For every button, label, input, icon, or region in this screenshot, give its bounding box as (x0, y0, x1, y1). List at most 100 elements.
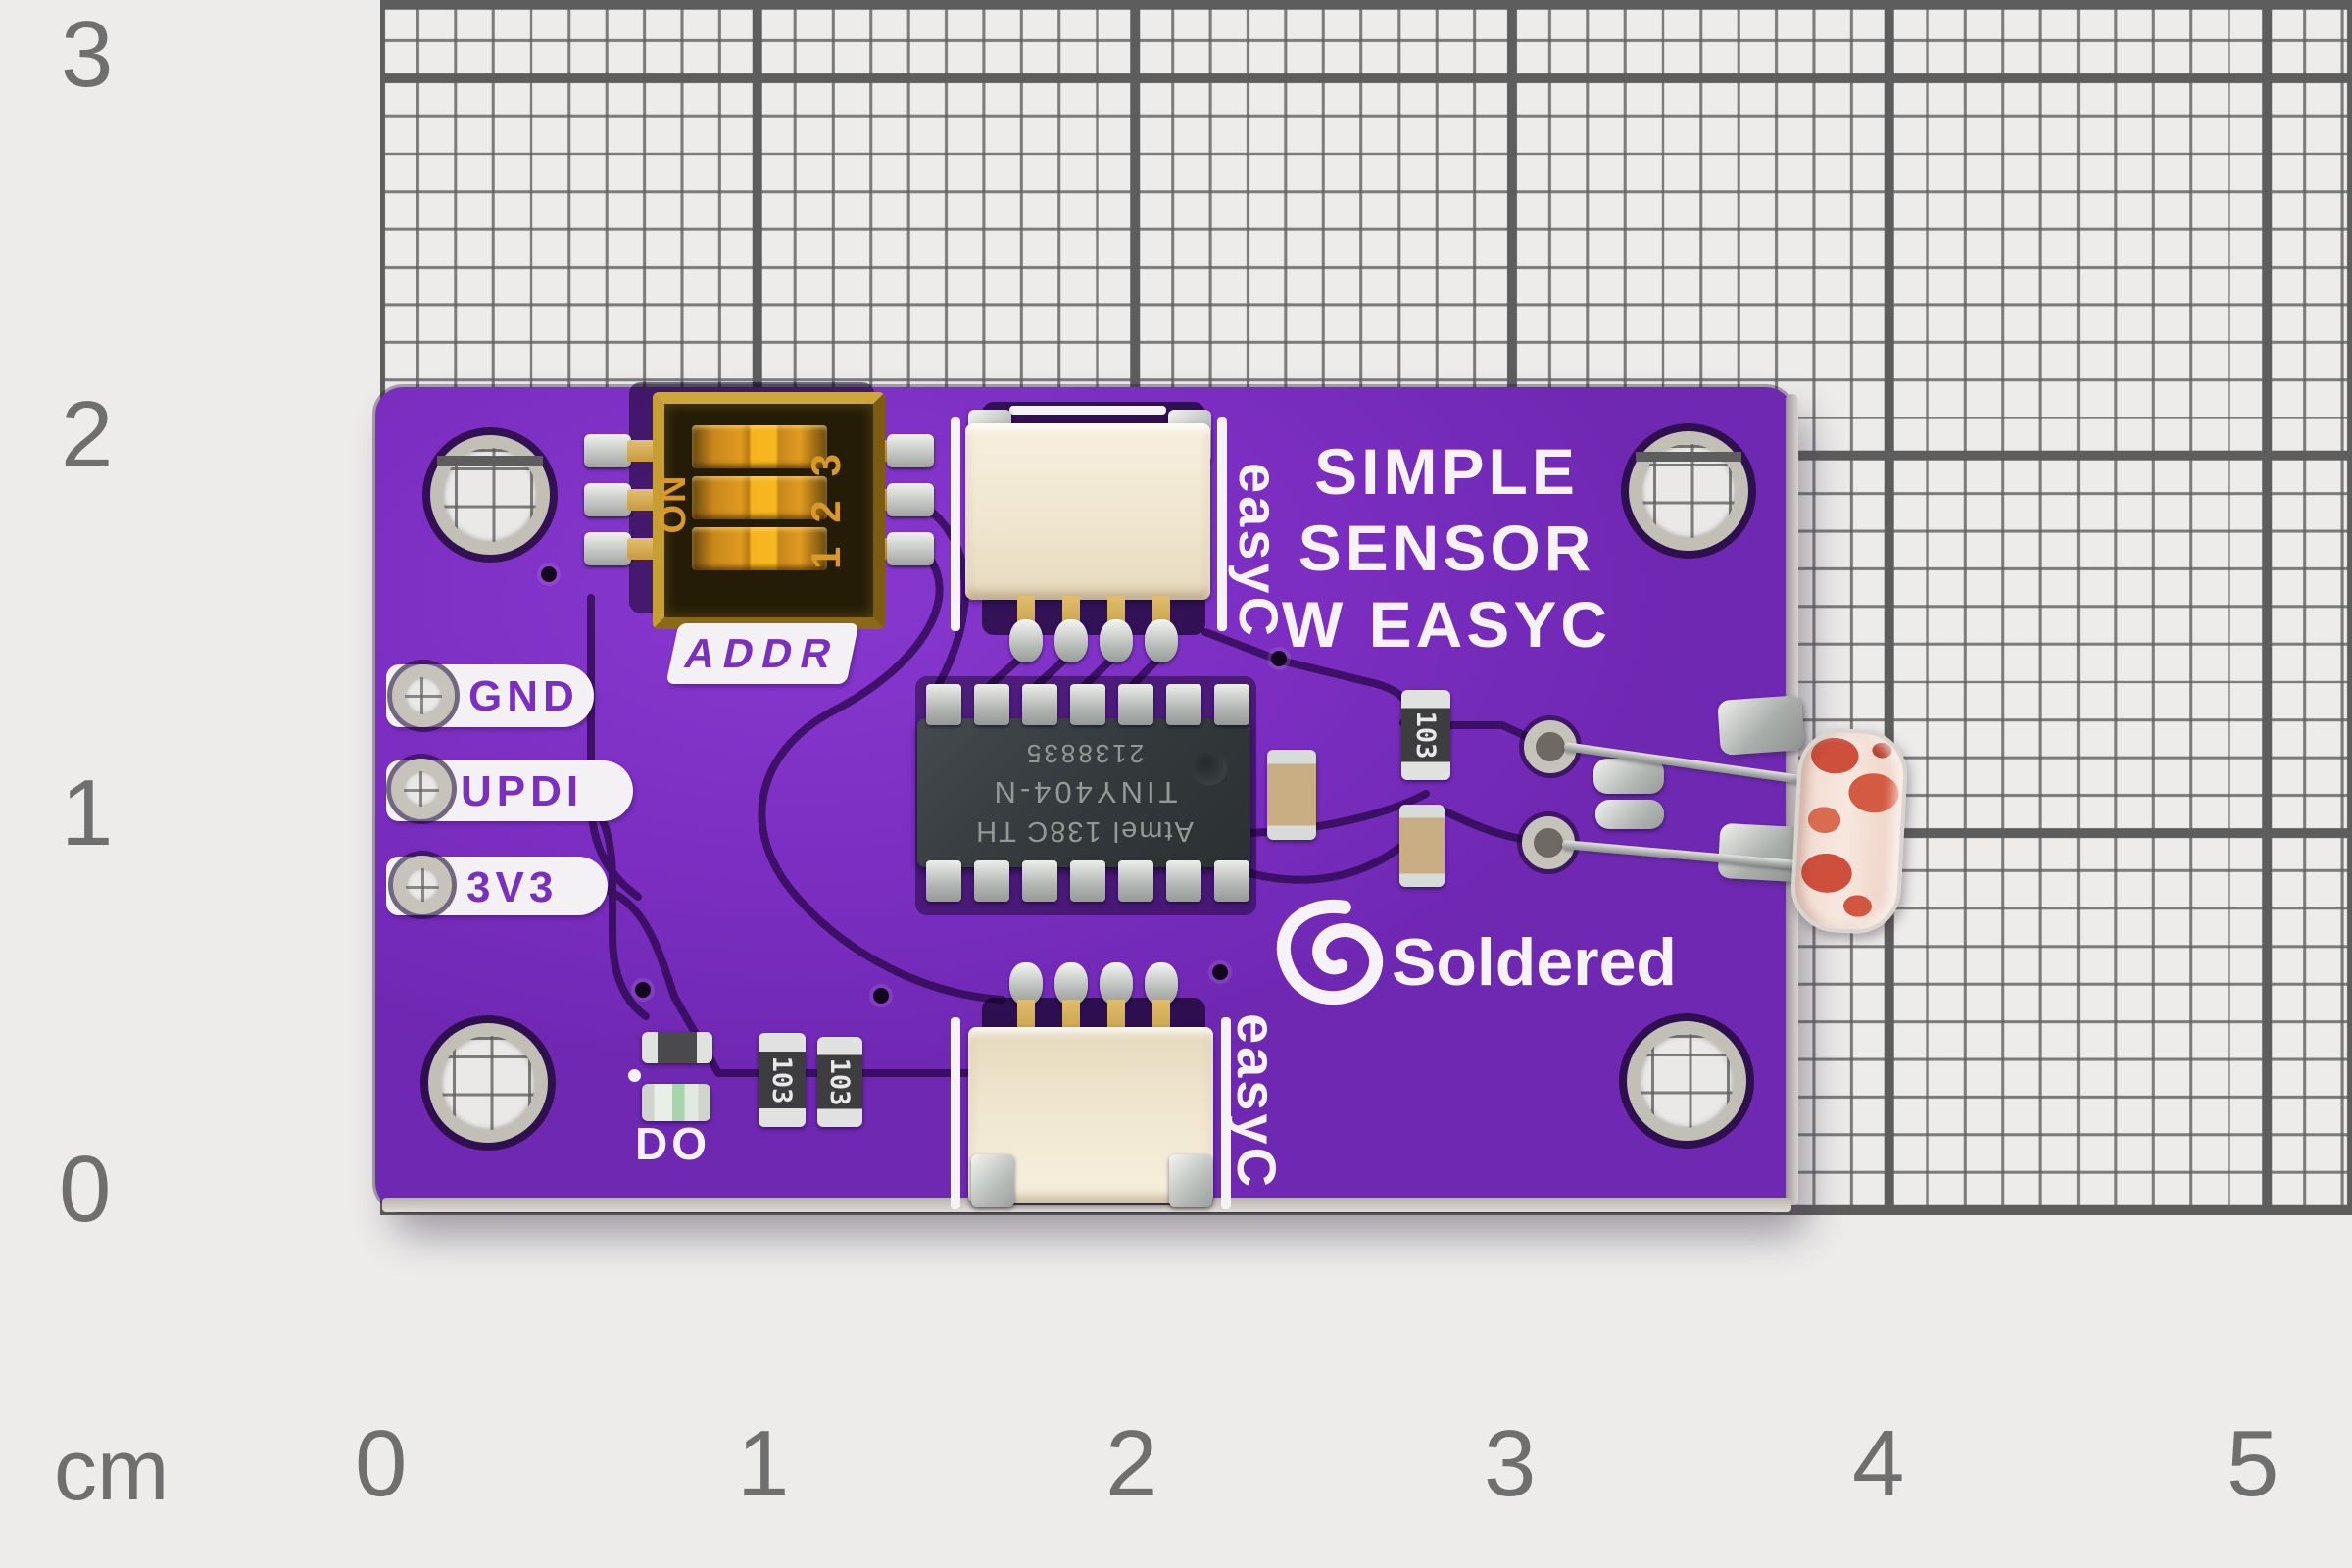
resistor-marking: 103 (1410, 710, 1442, 760)
connector-pin-solder (1100, 962, 1133, 1005)
connector-pin-solder (1009, 962, 1043, 1005)
dip-rocker (692, 425, 827, 468)
silkscreen-line (1217, 417, 1227, 631)
connector-pin (1107, 1000, 1125, 1033)
ruler-left-label: 2 (61, 382, 114, 487)
ruler-bottom-label: 1 (737, 1411, 790, 1516)
smd-resistor (642, 1032, 712, 1063)
connector-pin (1017, 1000, 1035, 1033)
silkscreen-line (1221, 1017, 1231, 1209)
connector-pin-solder (1100, 619, 1133, 662)
ic-pin (1118, 684, 1153, 725)
mounting-hole (428, 1023, 548, 1143)
ruler-left-label: 1 (61, 760, 114, 865)
ruler-left-label: 3 (61, 2, 114, 107)
ic-pin (1070, 684, 1105, 725)
silkscreen-line (951, 417, 960, 631)
connector-pin-solder (1054, 962, 1088, 1005)
pin-label-updi: UPDI (461, 767, 584, 815)
connector-tab (1169, 1154, 1212, 1207)
connector-pin-solder (1009, 619, 1043, 662)
ic-attiny404 (917, 718, 1250, 867)
silkscreen-dot (628, 1069, 641, 1082)
ic-pin (926, 860, 961, 902)
ruler-bottom-label: 0 (355, 1411, 408, 1516)
dip-pin (627, 489, 657, 511)
through-hole-pad (391, 759, 452, 819)
ic-marking: Atmel 138C TH TINY404-N 2138835 (927, 733, 1241, 851)
ic-marking-line: Atmel 138C TH (974, 815, 1194, 847)
connector-pin (1152, 1000, 1170, 1033)
ruler-bottom-label: 3 (1484, 1411, 1537, 1516)
dip-on-label: ON (653, 473, 694, 534)
dip-pin (627, 538, 657, 560)
dip-pin-solder (584, 434, 631, 467)
dip-pin-solder (887, 483, 934, 516)
connector-tab (971, 1154, 1014, 1207)
smd-resistor: 103 (759, 1033, 806, 1127)
connector-pin-solder (1145, 962, 1178, 1005)
through-hole-pad (392, 664, 455, 727)
photoresistor (1788, 726, 1910, 936)
ic-pin1-dimple (1192, 751, 1227, 786)
ic-pin (926, 684, 961, 725)
board-title-line: SIMPLE (1314, 435, 1579, 508)
ic-pin (974, 860, 1009, 902)
do-label: DO (635, 1118, 710, 1169)
connector-pin-solder (1054, 619, 1088, 662)
dip-pin-solder (584, 532, 631, 565)
ruler-bottom-label: 5 (2227, 1411, 2279, 1516)
ic-pin (974, 684, 1009, 725)
ic-pin (1118, 860, 1153, 902)
mounting-hole (430, 435, 550, 555)
smd-capacitor (1267, 750, 1316, 840)
via (635, 982, 651, 998)
silkscreen-line (951, 1017, 960, 1209)
dip-pin-solder (887, 434, 934, 467)
via (1212, 964, 1228, 980)
ic-marking-line: TINY404-N (990, 775, 1178, 809)
board-title-line: SENSOR (1298, 512, 1595, 584)
ic-pin (1022, 684, 1057, 725)
ic-pin (1166, 684, 1201, 725)
pin-label-3v3: 3V3 (466, 863, 559, 911)
dip-pin (627, 440, 657, 462)
smd-led (642, 1084, 710, 1121)
easyc-connector-top (965, 423, 1210, 600)
solder-jumper (1593, 759, 1664, 794)
board-title: SIMPLE SENSOR W EASYC (1221, 433, 1672, 662)
mounting-hole (1629, 431, 1748, 551)
ic-pin (1214, 860, 1250, 902)
ruler-bottom-label: 4 (1852, 1411, 1905, 1516)
ic-pin (1070, 860, 1105, 902)
board-title-line: W EASYC (1281, 588, 1612, 661)
smd-resistor: 103 (817, 1037, 862, 1127)
dip-pin-solder (584, 483, 631, 516)
dip-position-digits: 123 (803, 429, 849, 570)
via (541, 566, 557, 582)
mounting-hole (1627, 1021, 1746, 1141)
soldered-logo-icon (1276, 899, 1384, 1005)
ruler-bottom-label: 2 (1105, 1411, 1158, 1516)
silkscreen-line (1009, 406, 1166, 415)
brand-wordmark: Soldered (1392, 925, 1677, 1000)
ic-pin (1166, 860, 1201, 902)
dip-rocker (692, 527, 827, 570)
solder-blob (1717, 695, 1805, 756)
smd-capacitor (1399, 805, 1445, 887)
dip-rocker (692, 476, 827, 519)
solder-jumper (1595, 800, 1664, 829)
dip-pin-solder (887, 532, 934, 565)
ruler-unit-label: cm (54, 1421, 170, 1518)
connector-pin (1062, 1000, 1080, 1033)
connector-pin-solder (1145, 619, 1178, 662)
ruler-left-label: 0 (59, 1137, 112, 1242)
via (873, 988, 889, 1004)
pin-label-gnd: GND (468, 672, 579, 720)
resistor-marking: 103 (824, 1057, 856, 1106)
smd-resistor: 103 (1401, 690, 1450, 780)
addr-label-flag: ADDR (665, 623, 859, 684)
via (1271, 651, 1287, 666)
pcb-edge (1786, 394, 1798, 1205)
